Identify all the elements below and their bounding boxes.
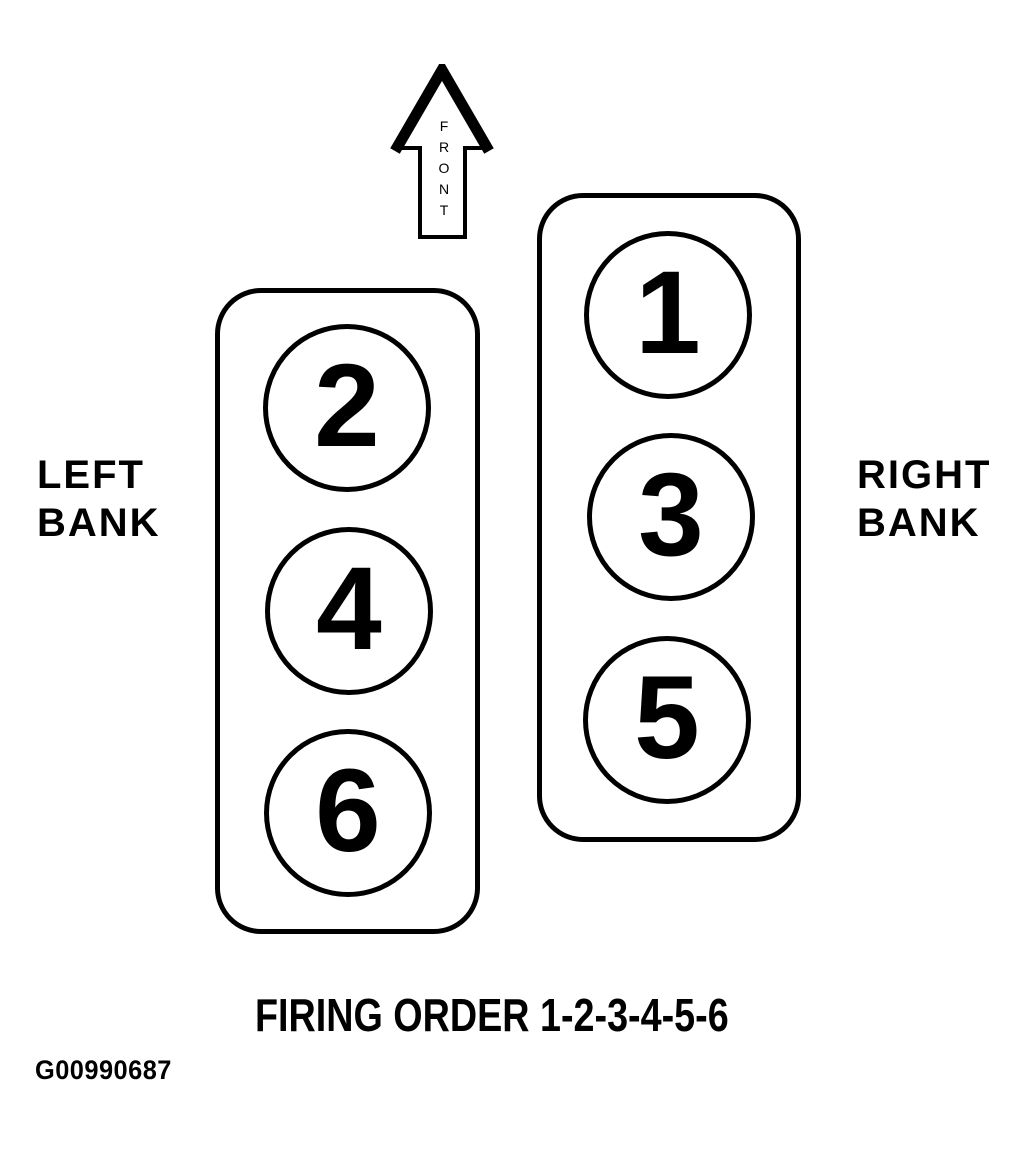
cylinder-circle-3: 3 bbox=[587, 433, 755, 601]
cylinder-number-5: 5 bbox=[634, 652, 700, 784]
left-bank-label-line2: BANK bbox=[37, 501, 161, 545]
front-arrow-icon bbox=[390, 64, 494, 239]
cylinder-number-2: 2 bbox=[314, 340, 380, 472]
right-bank-label-line2: BANK bbox=[857, 501, 981, 545]
left-bank-label-line1: LEFT bbox=[37, 453, 145, 497]
figure-id: G00990687 bbox=[35, 1055, 172, 1085]
cylinder-circle-1: 1 bbox=[584, 231, 752, 399]
left-bank-label: LEFT BANK bbox=[37, 451, 161, 547]
cylinder-number-1: 1 bbox=[635, 247, 701, 379]
cylinder-number-3: 3 bbox=[638, 449, 704, 581]
firing-order-caption: FIRING ORDER 1-2-3-4-5-6 bbox=[255, 989, 729, 1041]
cylinder-circle-5: 5 bbox=[583, 636, 751, 804]
cylinder-circle-2: 2 bbox=[263, 324, 431, 492]
cylinder-number-6: 6 bbox=[315, 745, 381, 877]
cylinder-circle-4: 4 bbox=[265, 527, 433, 695]
right-bank-label: RIGHT BANK bbox=[857, 451, 991, 547]
cylinder-number-4: 4 bbox=[316, 543, 382, 675]
cylinder-circle-6: 6 bbox=[264, 729, 432, 897]
right-bank-label-line1: RIGHT bbox=[857, 453, 992, 497]
